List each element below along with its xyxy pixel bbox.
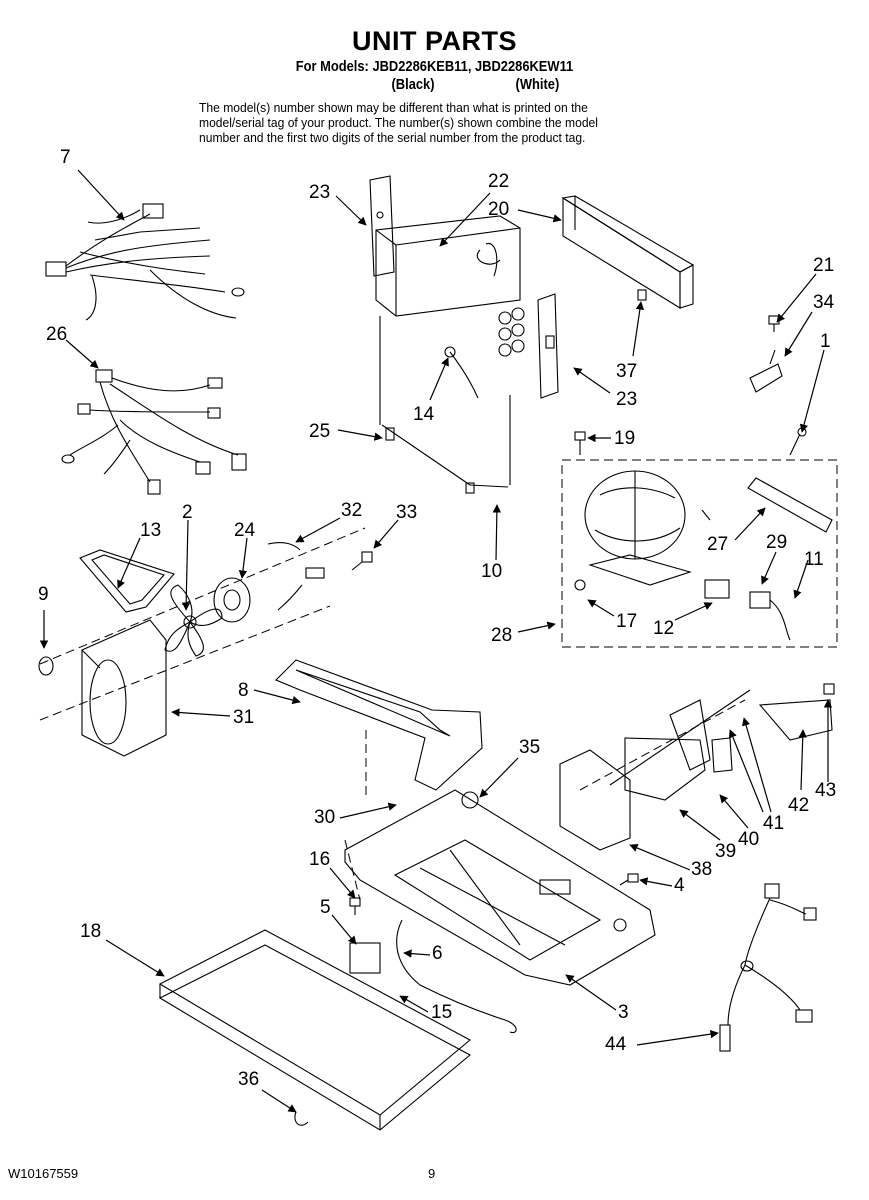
condenser-18 <box>158 929 471 1131</box>
screw-1 <box>789 427 807 456</box>
screw-21 <box>768 315 780 332</box>
gasket-13 <box>79 549 175 613</box>
wire-harness-44 <box>719 883 817 1052</box>
duct-cover-20 <box>561 195 695 309</box>
color-black-label: (Black) <box>391 76 435 93</box>
callout-17: 17 <box>616 611 638 632</box>
brackets-39-43 <box>609 683 835 786</box>
callout-22: 22 <box>488 171 510 192</box>
callout-32: 32 <box>341 500 363 521</box>
note-line: number and the first two digits of the s… <box>199 130 586 145</box>
capacitor-29 <box>749 591 791 641</box>
fan-blade-2 <box>164 584 223 657</box>
evaporator-assembly <box>369 175 525 357</box>
callout-41: 41 <box>763 813 785 834</box>
fan-bracket-32 <box>267 541 325 611</box>
bracket-34 <box>749 349 783 393</box>
leader-lines <box>39 169 833 1113</box>
callout-4: 4 <box>674 875 685 896</box>
note-line: The model(s) number shown may be differe… <box>199 100 588 115</box>
defrost-heater <box>379 316 511 494</box>
callout-38: 38 <box>691 859 713 880</box>
relay-12 <box>704 579 730 599</box>
callout-5: 5 <box>320 897 331 918</box>
page-number: 9 <box>428 1166 436 1181</box>
callout-3: 3 <box>618 1002 629 1023</box>
wire-harness-7 <box>45 203 245 321</box>
document-number: W10167559 <box>8 1166 79 1181</box>
callout-14: 14 <box>413 404 435 425</box>
callout-40: 40 <box>738 829 760 850</box>
callout-11: 11 <box>804 549 824 570</box>
fan-motor-24 <box>213 577 251 623</box>
callout-8: 8 <box>238 680 249 701</box>
callout-28: 28 <box>491 625 513 646</box>
drain-trough-8 <box>275 659 483 791</box>
screw-4 <box>619 873 639 886</box>
callout-10: 10 <box>481 561 503 582</box>
callout-36: 36 <box>238 1069 260 1090</box>
callout-37: 37 <box>616 361 638 382</box>
callout-18: 18 <box>80 921 102 942</box>
callout-23b: 23 <box>616 389 638 410</box>
screw-16 <box>349 897 361 915</box>
note-line: model/serial tag of your product. The nu… <box>199 115 598 130</box>
callout-2: 2 <box>182 502 193 523</box>
clip-36 <box>294 1111 309 1126</box>
drier-27 <box>747 477 833 533</box>
callout-29: 29 <box>766 532 788 553</box>
screw-37 <box>637 289 647 301</box>
callout-12: 12 <box>653 618 675 639</box>
callout-31: 31 <box>233 707 255 728</box>
control-housing-38 <box>559 737 706 851</box>
callout-42: 42 <box>788 795 810 816</box>
bracket-23 <box>537 293 559 399</box>
wire-harness-26 <box>61 369 247 495</box>
callout-26: 26 <box>46 324 68 345</box>
drain-tube-6 <box>396 919 517 1034</box>
callout-21: 21 <box>813 255 835 276</box>
callout-13: 13 <box>140 520 162 541</box>
screw-33 <box>351 551 373 571</box>
callout-27: 27 <box>707 534 729 555</box>
screw-19 <box>574 431 586 455</box>
callout-44: 44 <box>605 1034 627 1055</box>
compressor-28 <box>574 470 711 591</box>
callout-24: 24 <box>234 520 256 541</box>
thermostat-14 <box>444 346 479 399</box>
callout-9: 9 <box>38 584 49 605</box>
callout-25: 25 <box>309 421 331 442</box>
model-numbers: For Models: JBD2286KEB11, JBD2286KEW11 <box>295 58 574 75</box>
callout-7: 7 <box>60 147 71 168</box>
fan-shroud-31 <box>81 619 167 757</box>
page-title: UNIT PARTS <box>352 26 517 56</box>
callout-33: 33 <box>396 502 418 523</box>
callout-15: 15 <box>431 1002 453 1023</box>
callout-35: 35 <box>519 737 541 758</box>
part-5 <box>349 942 381 974</box>
callout-30: 30 <box>314 807 336 828</box>
model-note: The model(s) number shown may be differe… <box>199 100 683 145</box>
callout-34: 34 <box>813 292 835 313</box>
callout-19: 19 <box>614 428 636 449</box>
callout-20: 20 <box>488 199 510 220</box>
callout-43: 43 <box>815 780 837 801</box>
grommet-9 <box>38 656 54 676</box>
base-plate <box>344 789 656 986</box>
callout-16: 16 <box>309 849 331 870</box>
callout-1: 1 <box>820 331 831 352</box>
assembly-guides <box>39 459 838 901</box>
callout-23: 23 <box>309 182 331 203</box>
callout-39: 39 <box>715 841 737 862</box>
color-white-label: (White) <box>515 76 560 93</box>
callout-6: 6 <box>432 943 443 964</box>
